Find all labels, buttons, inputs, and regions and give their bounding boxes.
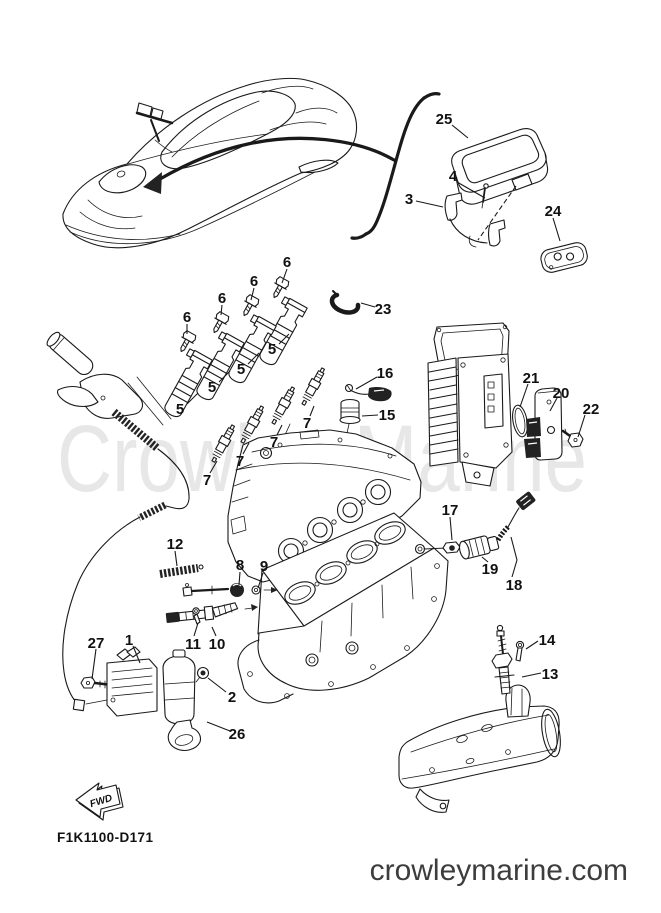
meter-unit: [451, 128, 549, 241]
callout-6-4: 6: [183, 309, 191, 326]
meter-pin: [481, 183, 489, 209]
jet-ski-illustration: [62, 77, 358, 249]
callout-4: 4: [449, 168, 458, 185]
detail-bracket: [350, 92, 441, 240]
callout-9: 9: [260, 558, 268, 575]
cap-nut-2: [195, 666, 210, 683]
callout-2: 2: [228, 689, 236, 706]
throttle-lever: [56, 385, 99, 408]
cylinder-bores: [284, 521, 406, 605]
injector-10: [165, 602, 239, 623]
handle-grip: [46, 331, 94, 376]
callout-17: 17: [442, 502, 459, 519]
callout-5-4: 5: [176, 401, 184, 418]
fwd-arrow: FWD: [75, 782, 124, 821]
callout-27: 27: [88, 635, 105, 652]
resistor-19: [458, 535, 500, 560]
thermo-sensor-13: [491, 624, 515, 695]
callout-6-1: 6: [283, 254, 291, 271]
callout-20: 20: [553, 385, 570, 402]
callout-5-3: 5: [208, 379, 216, 396]
callout-11: 11: [185, 636, 201, 653]
callout-7-4: 7: [303, 415, 311, 432]
stud-12: [159, 564, 204, 578]
bolt-14: [515, 640, 525, 662]
callout-24: 24: [545, 203, 562, 220]
throttle-position-sensor-1: [106, 646, 196, 725]
ecu-heatsink-fins: [428, 366, 459, 455]
callout-labels: 1 2 3 4 5 5 5 5 6 6 6 6 7 7 7 7 8 9 10 1…: [88, 111, 600, 743]
ecu-unit: [427, 322, 513, 487]
callout-21: 21: [523, 370, 540, 387]
callout-12: 12: [167, 536, 184, 553]
band-hook: [329, 290, 361, 315]
joint-16: [344, 383, 392, 402]
callout-1: 1: [125, 632, 133, 649]
spark-plug-4: [298, 365, 329, 408]
throttle-cable: [157, 448, 190, 510]
exhaust-pipe: [398, 684, 561, 813]
meter-bracket: [444, 192, 506, 248]
sensor-15: [339, 398, 361, 462]
callout-25: 25: [436, 111, 453, 128]
jet-ski-handlebar: [135, 102, 174, 153]
callout-10: 10: [209, 636, 226, 653]
callout-8: 8: [236, 557, 244, 574]
bolt-11: [192, 607, 201, 625]
cylinder-block: [237, 512, 449, 704]
bolt-22: [561, 428, 584, 448]
callout-7-2: 7: [236, 453, 244, 470]
spark-plug-ports: [277, 478, 392, 565]
callout-19: 19: [482, 561, 499, 578]
callout-22: 22: [583, 401, 600, 418]
handlebar-and-cable: [46, 331, 190, 712]
callout-15: 15: [379, 407, 396, 424]
leader-lines: [91, 124, 586, 732]
sensor-17: [423, 541, 464, 554]
throttle-lever-housing: [79, 373, 144, 419]
callout-23: 23: [375, 301, 392, 318]
coil-bolt-1: [267, 275, 291, 302]
funnel-26: [167, 719, 202, 751]
callout-7-3: 7: [270, 434, 278, 451]
callout-16: 16: [377, 365, 394, 382]
callout-26: 26: [229, 726, 246, 743]
coil-bolt-3: [207, 310, 231, 337]
callout-3: 3: [405, 191, 413, 208]
cylinder-head-cover: [227, 429, 422, 583]
washer-9: [251, 585, 278, 595]
callout-5-1: 5: [268, 341, 276, 358]
callout-13: 13: [542, 666, 559, 683]
website-text: crowleymarine.com: [370, 854, 628, 887]
callout-18: 18: [506, 577, 523, 594]
injector-pointer: [244, 604, 258, 611]
plunger-8: [182, 583, 244, 597]
callout-6-3: 6: [218, 290, 226, 307]
lead-wire-18: [495, 491, 536, 542]
pointer-arrow: [143, 136, 396, 194]
callout-6-2: 6: [250, 273, 258, 290]
sensor-unit-20: [524, 387, 563, 461]
callout-5-2: 5: [237, 361, 245, 378]
diagram-code: F1K1100-D171: [57, 830, 153, 845]
callout-7-1: 7: [203, 472, 211, 489]
callout-14: 14: [539, 632, 556, 649]
remote-transmitter: [540, 242, 588, 273]
coil-bolt-2: [237, 293, 261, 320]
